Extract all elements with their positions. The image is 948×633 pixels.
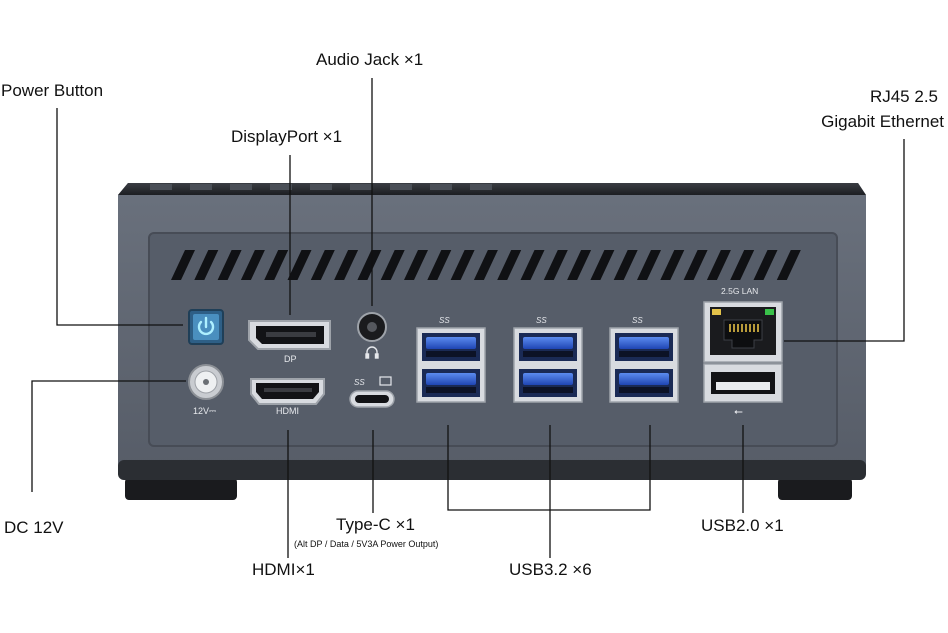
type-c-port: SS <box>349 376 395 408</box>
vent-grille <box>171 250 801 280</box>
dc-jack-label: 12V⎓ <box>193 406 216 416</box>
hdmi-label: HDMI <box>276 406 299 416</box>
callout-displayport: DisplayPort ×1 <box>231 127 343 146</box>
callout-rj45-line1: RJ45 2.5 <box>869 87 938 106</box>
callout-usb20: USB2.0 ×1 <box>701 516 784 535</box>
callout-dc-12v: DC 12V <box>4 518 64 537</box>
displayport-port: DP <box>248 320 331 364</box>
audio-jack <box>357 312 387 359</box>
callout-type-c: Type-C ×1 <box>336 515 415 534</box>
usb32-stack: SS <box>609 316 679 403</box>
dc-jack: 12V⎓ <box>188 364 224 416</box>
callout-lines <box>31 78 905 558</box>
usb32-ports: SS SS SS <box>416 316 679 403</box>
callout-type-c-note: (Alt DP / Data / 5V3A Power Output) <box>294 539 439 549</box>
lan-port: 2.5G LAN ⭠ <box>703 286 783 418</box>
callout-audio-jack: Audio Jack ×1 <box>316 50 424 69</box>
callout-hdmi: HDMI×1 <box>252 560 315 579</box>
callout-usb32: USB3.2 ×6 <box>509 560 592 579</box>
power-icon <box>197 316 215 336</box>
type-c-ss-label: SS <box>354 378 365 387</box>
usb32-stack: SS <box>513 316 583 403</box>
ss-logo-label: SS <box>632 316 643 325</box>
usb20-port: ⭠ <box>703 363 783 418</box>
usb-symbol-icon: ⭠ <box>734 406 743 418</box>
rubber-feet <box>125 478 852 500</box>
ss-logo-label: SS <box>439 316 450 325</box>
lan-label: 2.5G LAN <box>721 286 758 296</box>
hdmi-port: HDMI <box>250 378 325 416</box>
power-button[interactable] <box>188 309 224 345</box>
dp-label: DP <box>284 354 297 364</box>
callout-power-button: Power Button <box>1 81 104 100</box>
monitor-icon <box>379 376 392 386</box>
ss-logo-label: SS <box>536 316 547 325</box>
callout-rj45-line2: Gigabit Ethernet <box>821 112 944 131</box>
usb32-stack: SS <box>416 316 486 403</box>
headphone-icon <box>365 346 379 359</box>
